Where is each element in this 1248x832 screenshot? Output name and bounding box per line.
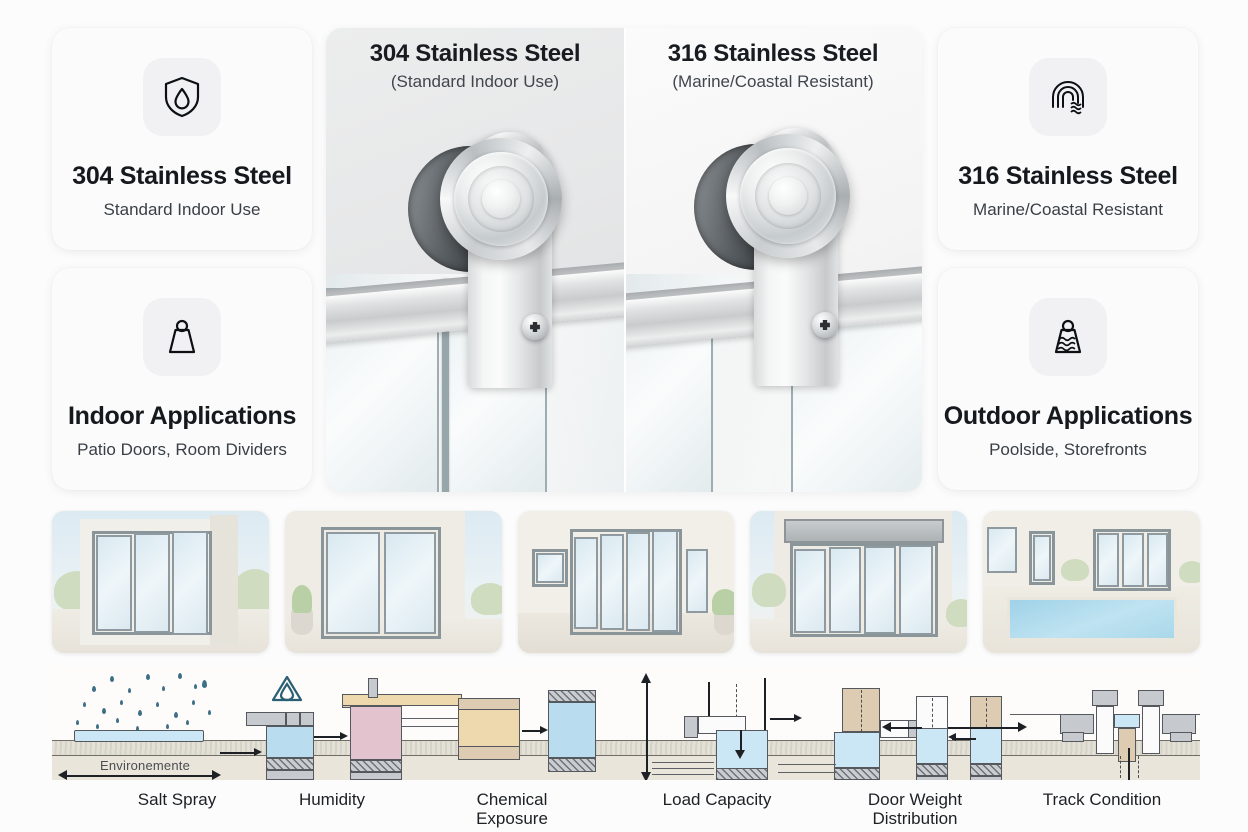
hero-panel-316: 316 Stainless Steel (Marine/Coastal Resi… (624, 28, 922, 492)
thumb-storefront-sliding-doors[interactable] (750, 511, 968, 653)
factor-label-load-capacity: Load Capacity (662, 790, 772, 809)
card-title: Outdoor Applications (943, 401, 1193, 430)
card-title: Indoor Applications (67, 401, 297, 430)
thumb-poolside-glass-doors[interactable] (983, 511, 1200, 653)
application-thumbnail-row (52, 511, 1200, 653)
shield-droplet-icon (143, 57, 221, 136)
card-outdoor-applications[interactable]: Outdoor Applications Poolside, Storefron… (938, 268, 1198, 490)
hero-heading-304: 304 Stainless Steel (Standard Indoor Use… (326, 40, 624, 92)
card-subtitle: Marine/Coastal Resistant (973, 199, 1163, 219)
roller-hardware-304 (326, 28, 624, 492)
card-subtitle: Poolside, Storefronts (989, 439, 1147, 459)
thumb-two-panel-patio-door[interactable] (284, 511, 502, 653)
technical-diagram-band: Environemente (52, 668, 1200, 780)
environment-label: Environemente (100, 758, 191, 773)
card-title: 316 Stainless Steel (958, 161, 1178, 190)
card-indoor-applications[interactable]: Indoor Applications Patio Doors, Room Di… (52, 268, 312, 490)
card-304-stainless-steel[interactable]: 304 Stainless Steel Standard Indoor Use (52, 28, 312, 250)
hero-title: 316 Stainless Steel (667, 40, 879, 67)
technical-label-row: Salt Spray Humidity Chemical Exposure Lo… (52, 786, 1200, 832)
hero-subtitle: (Standard Indoor Use) (390, 72, 560, 91)
factor-label-door-weight-distribution: Door Weight Distribution (867, 790, 963, 829)
thumb-exterior-sliding-glass-door[interactable] (52, 511, 269, 653)
card-316-stainless-steel[interactable]: 316 Stainless Steel Marine/Coastal Resis… (938, 28, 1198, 250)
weight-icon (143, 297, 221, 376)
roller-hardware-316 (624, 28, 922, 492)
swimming-pool (1007, 597, 1178, 641)
hero-subtitle: (Marine/Coastal Resistant) (672, 72, 874, 91)
factor-label-humidity: Humidity (298, 790, 366, 809)
factor-label-track-condition: Track Condition (1042, 790, 1162, 809)
hero-panel-304: 304 Stainless Steel (Standard Indoor Use… (326, 28, 624, 492)
card-subtitle: Patio Doors, Room Dividers (77, 439, 287, 459)
card-title: 304 Stainless Steel (72, 161, 292, 190)
mounting-bolt (522, 314, 548, 340)
wave-arc-icon (1029, 57, 1107, 136)
weight-wave-icon (1029, 297, 1107, 376)
mounting-bolt (812, 312, 838, 338)
thumb-interior-room-divider[interactable] (517, 511, 735, 653)
card-subtitle: Standard Indoor Use (103, 199, 261, 219)
hero-heading-316: 316 Stainless Steel (Marine/Coastal Resi… (624, 40, 922, 92)
hero-title: 304 Stainless Steel (369, 40, 581, 67)
factor-label-salt-spray: Salt Spray (137, 790, 217, 809)
hero-divider (624, 28, 626, 492)
factor-label-chemical-exposure: Chemical Exposure (476, 790, 548, 829)
hero-hardware-comparison: 304 Stainless Steel (Standard Indoor Use… (326, 28, 922, 492)
